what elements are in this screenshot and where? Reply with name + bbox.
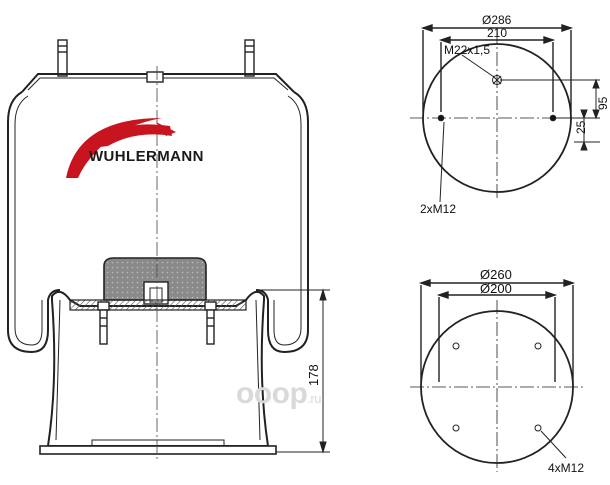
air-fitting-label: M22x1,5 xyxy=(444,43,490,57)
top-stud-count-label: 2xM12 xyxy=(420,202,456,216)
bellows-outline xyxy=(7,91,309,354)
bottom-plate-view xyxy=(410,279,584,472)
top-plate-view xyxy=(410,24,600,203)
watermark-suffix: .ru xyxy=(307,391,321,406)
bottom-outer-diameter-label: Ø260 xyxy=(480,267,512,282)
bolt-hole-bottom-right xyxy=(534,424,542,432)
brand-name: WUHLERMANN xyxy=(89,148,204,165)
side-view xyxy=(7,39,330,460)
offset-small-label: 25 xyxy=(574,120,588,134)
bottom-bolt-left xyxy=(97,301,110,345)
piston-top-plate xyxy=(69,299,247,311)
top-stud-hole-right xyxy=(549,114,557,122)
top-diameter-label: Ø286 xyxy=(482,13,512,27)
offset-dimensions xyxy=(500,78,600,151)
bumper xyxy=(103,257,207,301)
piston xyxy=(46,290,270,447)
bottom-inner-diameter-label: Ø200 xyxy=(480,281,512,296)
bolt-hole-top-left xyxy=(452,342,460,350)
top-stud-right xyxy=(244,39,255,77)
brand-logo-swoosh xyxy=(66,118,176,178)
bottom-bolt-right xyxy=(204,301,217,345)
bolt-hole-top-right xyxy=(534,342,542,350)
top-stud-left xyxy=(57,39,68,77)
height-dimension xyxy=(256,288,330,454)
bolt-hole-bottom-left xyxy=(452,424,460,432)
stud-spacing-label: 210 xyxy=(487,26,507,40)
bottom-bolt-count-label: 4xM12 xyxy=(548,461,584,475)
watermark-main: ooop xyxy=(236,377,308,410)
offset-vertical-label: 95 xyxy=(596,96,610,110)
height-label: 178 xyxy=(306,364,321,386)
top-stud-hole-left xyxy=(437,114,445,122)
watermark: ooop.ru xyxy=(236,377,321,411)
air-fitting-symbol xyxy=(461,54,502,85)
